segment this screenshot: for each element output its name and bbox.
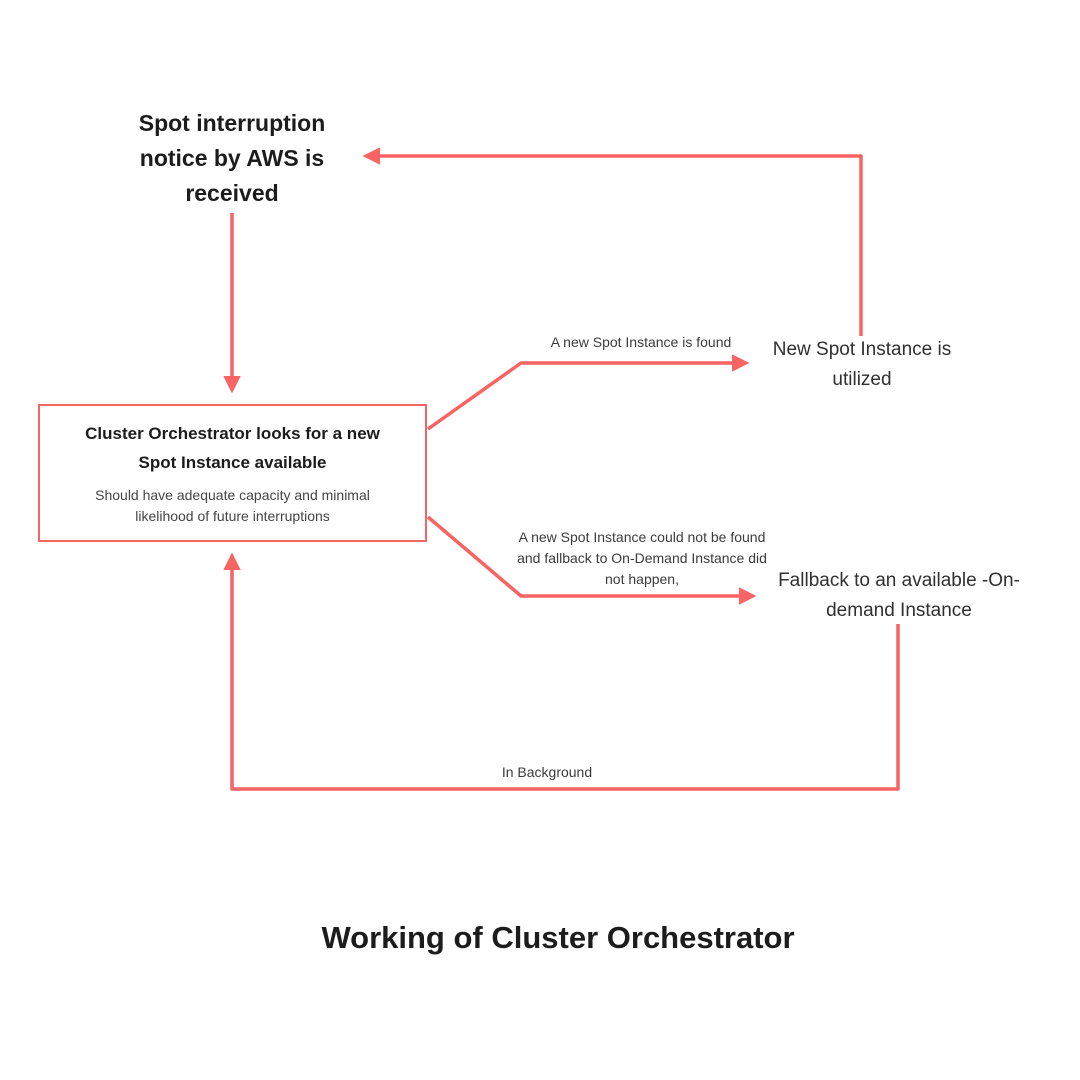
- edge-label-spot-instance-not-found: A new Spot Instance could not be found a…: [517, 529, 767, 587]
- cluster-orchestrator-title: Cluster Orchestrator looks for a new Spo…: [85, 424, 380, 472]
- cluster-orchestrator-subtitle: Should have adequate capacity and minima…: [95, 487, 370, 524]
- node-fallback-on-demand: Fallback to an available -On-demand Inst…: [778, 570, 1020, 621]
- diagram-title: Working of Cluster Orchestrator: [321, 920, 795, 955]
- node-new-spot-instance-utilized: New Spot Instance is utilized: [772, 339, 952, 390]
- node-spot-interruption-notice: Spot interruption notice by AWS is recei…: [138, 110, 326, 206]
- arrow-new-spot-to-notice: [362, 147, 863, 336]
- node-cluster-orchestrator-box: Cluster Orchestrator looks for a new Spo…: [38, 404, 427, 542]
- edge-label-in-background: In Background: [501, 764, 593, 780]
- edge-label-spot-instance-found: A new Spot Instance is found: [550, 334, 732, 350]
- arrow-orchestrator-to-new-spot: [426, 354, 750, 431]
